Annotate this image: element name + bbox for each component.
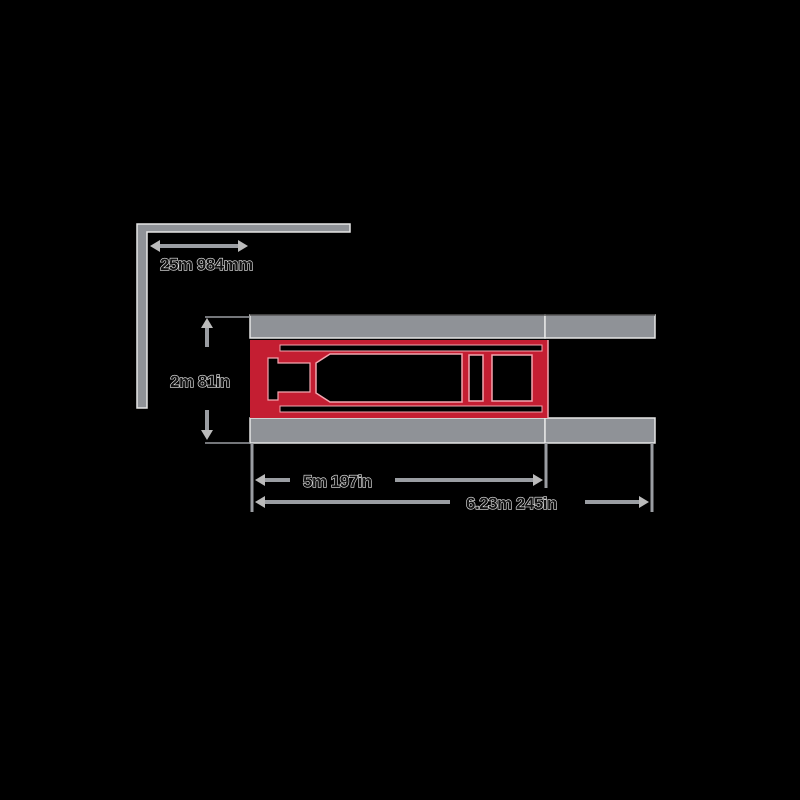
wall-thickness-dimension: 25m 984mm — [150, 240, 254, 275]
height-label: 2m 81in — [170, 372, 230, 391]
bottom-wall — [249, 417, 656, 444]
wall-thickness-label: 25m 984mm — [160, 255, 253, 274]
frame-width-dimension: 5m 197in — [250, 443, 548, 512]
overall-width-dimension: 6.23m 245in — [255, 443, 654, 514]
overall-width-label: 6.23m 245in — [466, 494, 557, 513]
red-frame — [250, 340, 549, 418]
corner-wall-detail — [136, 223, 351, 409]
height-dimension: 2m 81in — [169, 316, 250, 444]
top-wall — [249, 314, 656, 339]
frame-width-label: 5m 197in — [303, 472, 372, 491]
